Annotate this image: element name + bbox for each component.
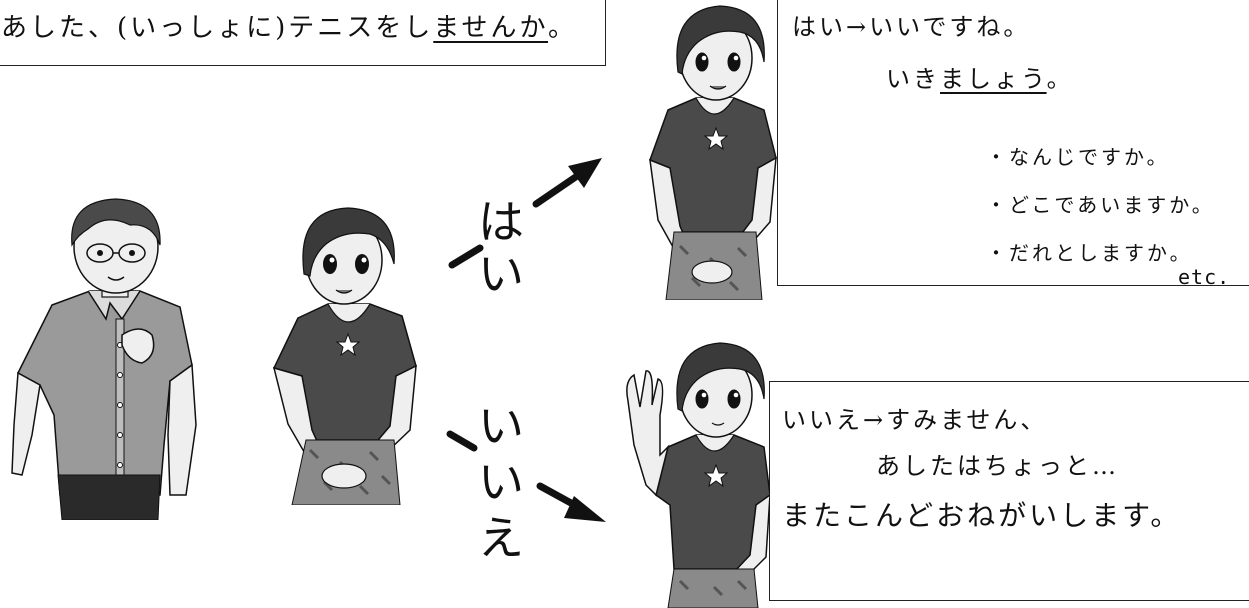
yes-arrow-shaft: [532, 170, 584, 208]
no-label: い い え: [478, 398, 524, 566]
woman-yes-illustration: [649, 5, 777, 300]
yes-question-place: ・どこであいますか。: [986, 193, 1215, 217]
yes-line1: はい→いいですね。: [792, 13, 1031, 41]
yes-line2-suffix: 。: [1046, 65, 1074, 93]
yes-label: は い: [478, 196, 524, 300]
no-arrow: [446, 430, 606, 522]
no-arrow-head: [564, 496, 606, 522]
no-line1: いいえ→すみません、: [782, 406, 1048, 434]
woman-asking-illustration: [272, 207, 417, 505]
yes-line2: いきましょう。: [886, 59, 1074, 94]
yes-arrow-head: [568, 158, 602, 188]
no-answer-box: いいえ→すみません、 あしたはちょっと… またこんどおねがいします。: [769, 381, 1249, 601]
yes-question-who: ・だれとしますか。: [986, 241, 1193, 265]
yes-label-char2: い: [478, 247, 524, 301]
yes-arrow: [448, 158, 602, 269]
invitation-text: あした、(いっしょに)テニスをしませんか。: [1, 7, 577, 44]
invitation-suffix: 。: [548, 13, 578, 43]
no-label-char3: え: [478, 511, 524, 565]
no-line2: あしたはちょっと…: [876, 452, 1119, 480]
no-line3: またこんどおねがいします。: [782, 499, 1182, 532]
yes-etc: etc.: [1178, 265, 1231, 289]
no-label-char1: い: [478, 399, 524, 453]
invitation-box: あした、(いっしょに)テニスをしませんか。: [0, 0, 606, 66]
yes-line2-prefix: いき: [886, 65, 940, 93]
no-label-char2: い: [478, 455, 524, 509]
yes-line2-underlined: ましょう: [940, 65, 1047, 93]
yes-answer-box: はい→いいですね。 いきましょう。 ・なんじですか。 ・どこであいますか。 ・だ…: [777, 0, 1249, 289]
no-arrow-tail: [446, 430, 478, 452]
woman-no-illustration: [626, 342, 770, 608]
yes-arrow-tail: [448, 244, 484, 269]
yes-question-time: ・なんじですか。: [986, 145, 1170, 169]
invitation-underlined: ませんか: [433, 13, 548, 43]
yes-label-char1: は: [478, 195, 524, 249]
man-illustration: [11, 198, 197, 520]
invitation-prefix: あした、(いっしょに)テニスをし: [1, 13, 434, 43]
